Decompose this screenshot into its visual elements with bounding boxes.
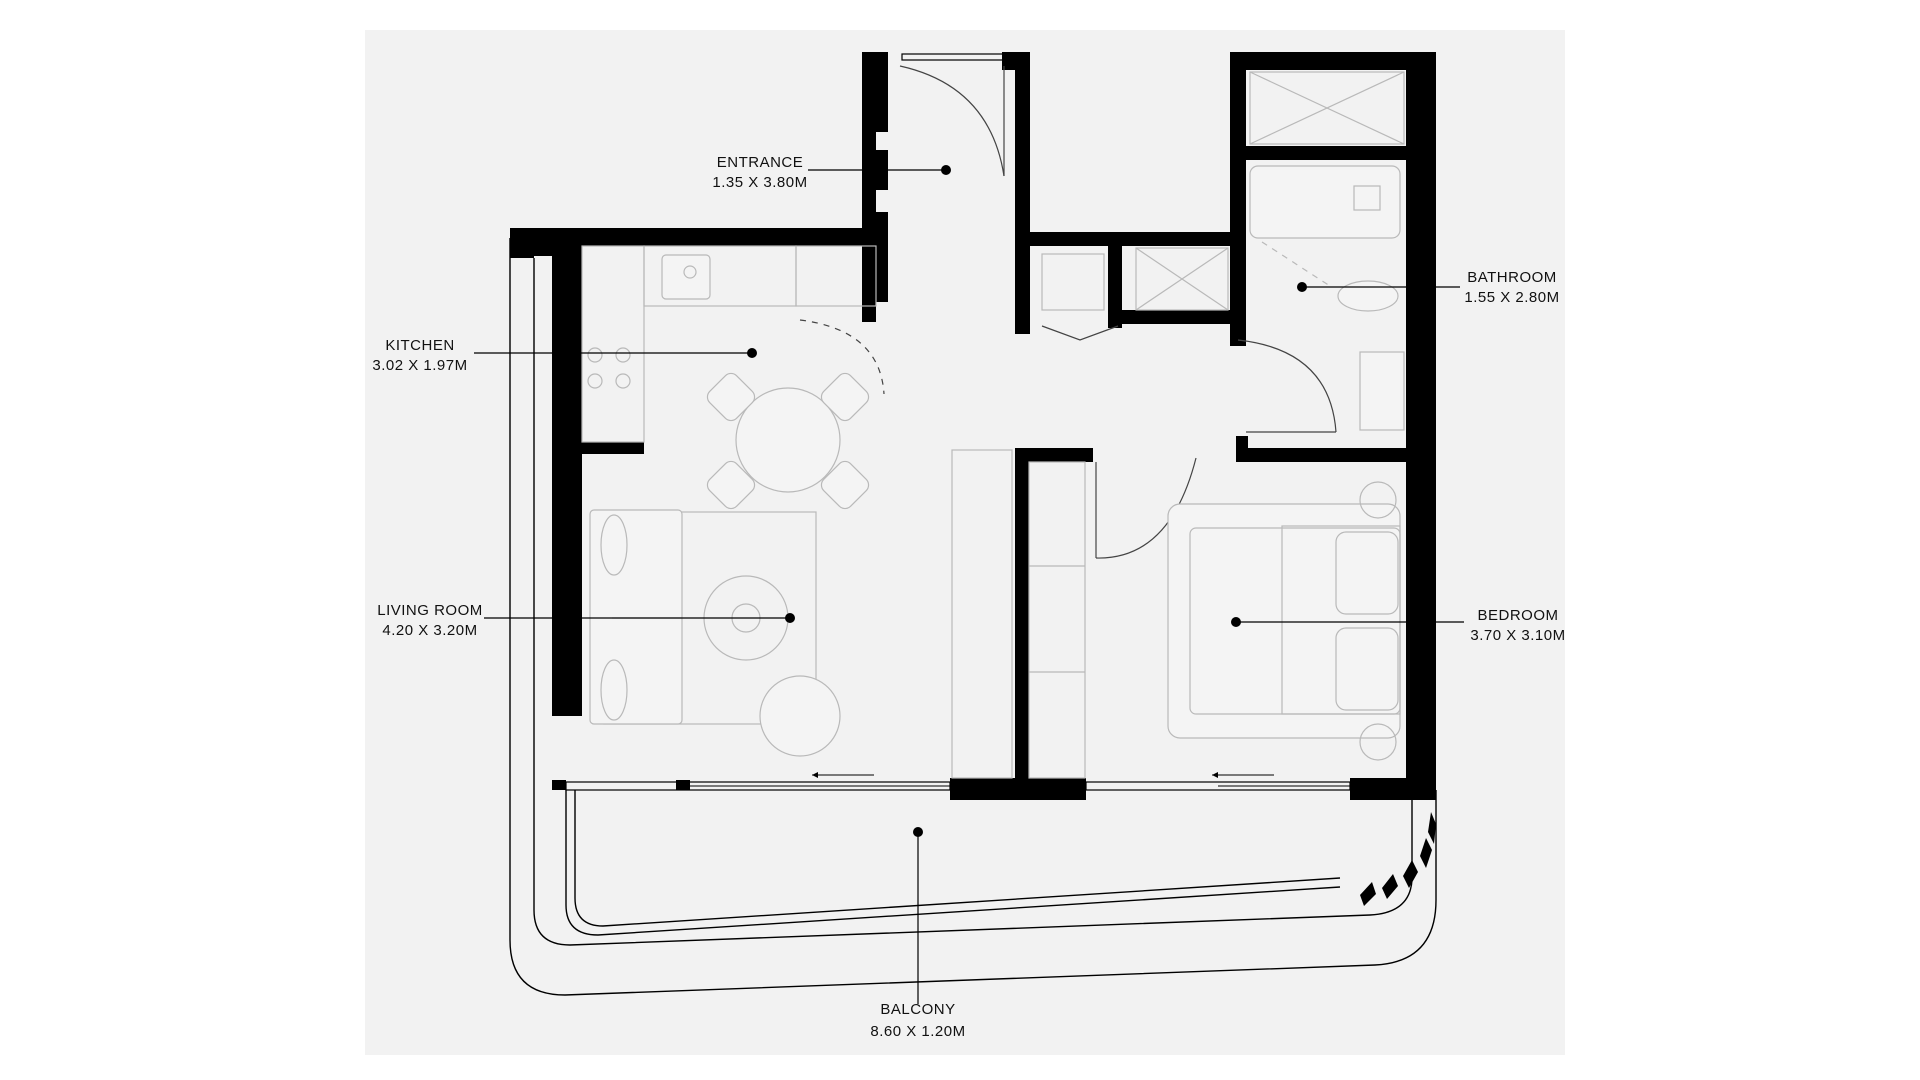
bathroom-name: BATHROOM <box>1467 269 1557 286</box>
room-label-bathroom: BATHROOM 1.55 X 2.80M <box>1297 269 1559 306</box>
balcony-railing-hatch <box>1360 812 1436 906</box>
kitchen-name: KITCHEN <box>385 337 454 354</box>
room-label-kitchen: KITCHEN 3.02 X 1.97M <box>372 337 757 374</box>
bathtub-icon <box>1249 165 1401 239</box>
bedroom-dims: 3.70 X 3.10M <box>1470 627 1565 644</box>
bedroom-furniture <box>1167 481 1401 761</box>
entrance-name: ENTRANCE <box>717 154 804 171</box>
living-room-dims: 4.20 X 3.20M <box>382 622 477 639</box>
sliding-doors <box>565 53 1351 791</box>
basin-icon <box>1359 351 1405 431</box>
bathroom-dims: 1.55 X 2.80M <box>1464 289 1559 306</box>
toilet-icon <box>1337 280 1399 312</box>
balcony-area <box>509 238 1437 996</box>
balcony-dims: 8.60 X 1.20M <box>870 1023 965 1040</box>
bathroom-fixtures <box>1249 71 1405 431</box>
room-label-entrance: ENTRANCE 1.35 X 3.80M <box>712 154 951 191</box>
wardrobe <box>951 449 1086 779</box>
utility-closets <box>1041 247 1229 311</box>
room-label-bedroom: BEDROOM 3.70 X 3.10M <box>1231 607 1565 644</box>
living-furniture <box>589 509 841 757</box>
room-label-living-room: LIVING ROOM 4.20 X 3.20M <box>377 602 795 639</box>
cooktop-icon <box>587 347 631 389</box>
bedroom-name: BEDROOM <box>1477 607 1558 624</box>
entrance-dims: 1.35 X 3.80M <box>712 174 807 191</box>
balcony-name: BALCONY <box>880 1001 955 1018</box>
doors <box>799 65 1337 559</box>
living-room-name: LIVING ROOM <box>377 602 483 619</box>
kitchen-fixtures <box>581 245 877 443</box>
dining-set <box>706 372 870 510</box>
kitchen-dims: 3.02 X 1.97M <box>372 357 467 374</box>
room-label-balcony: BALCONY 8.60 X 1.20M <box>870 827 965 1040</box>
